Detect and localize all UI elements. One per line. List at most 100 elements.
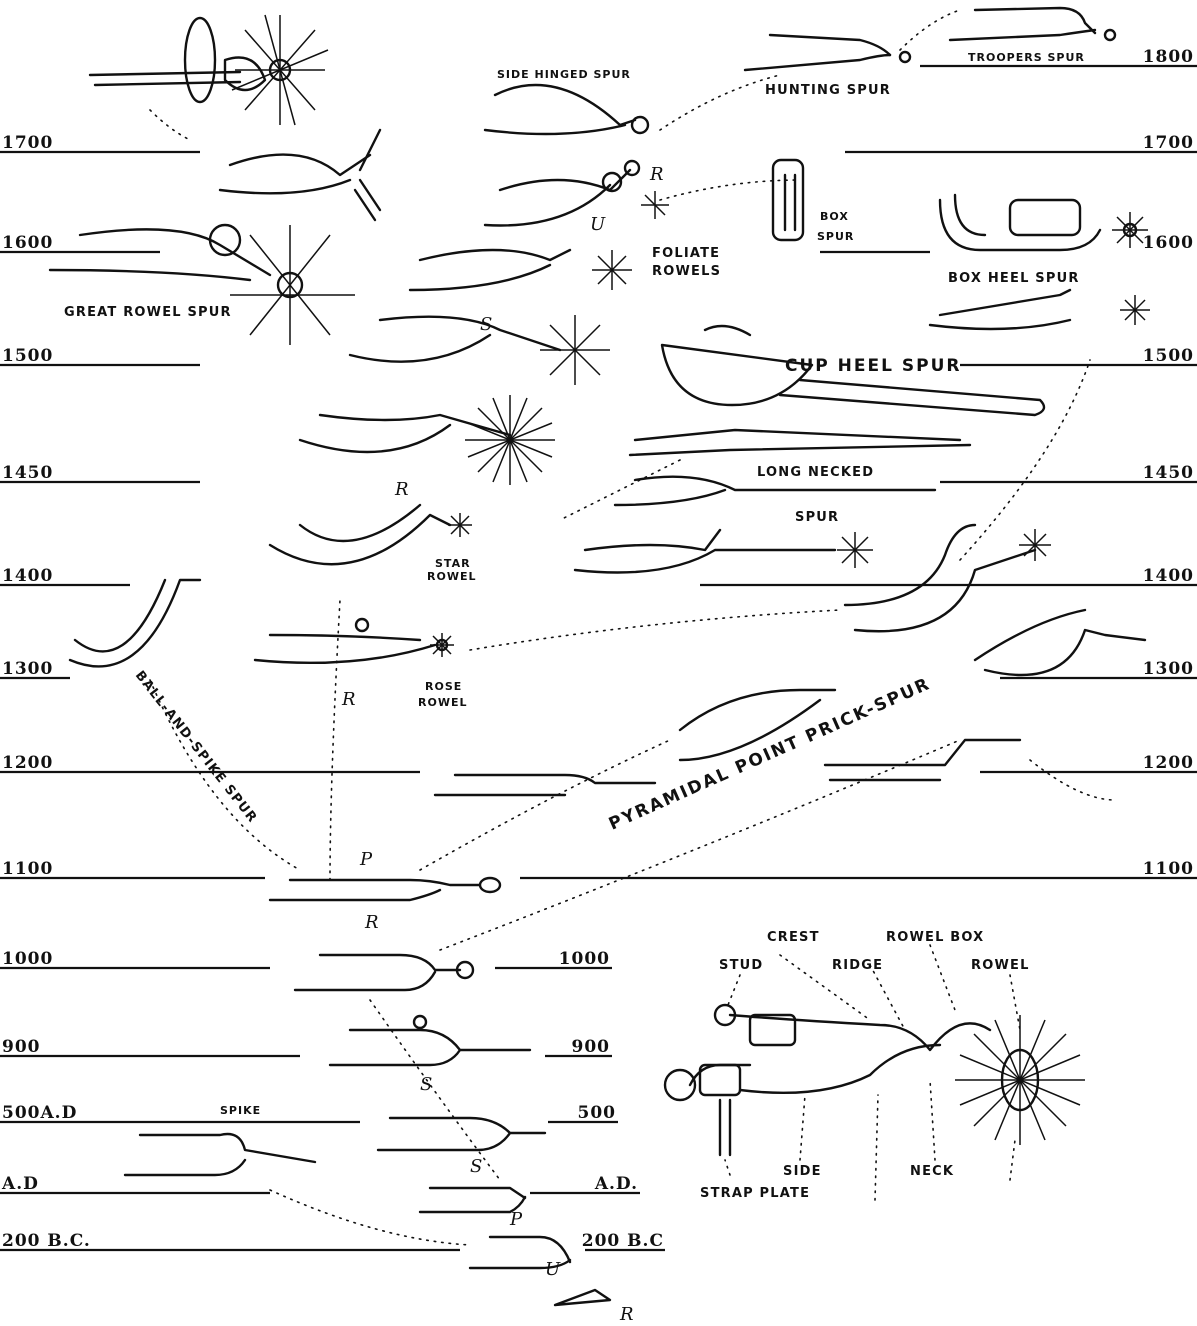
anatomy-neck: NECK [910, 1164, 954, 1179]
lineage-dotted-lines [149, 9, 1116, 1246]
spur-1500 [348, 315, 610, 385]
label-great-rowel-spur: GREAT ROWEL SPUR [64, 305, 232, 320]
year-right-1100: 1100 [1143, 859, 1194, 879]
label-long-necked-line2: SPUR [795, 510, 839, 525]
label-star-rowel-line1: STAR [435, 557, 471, 570]
year-right-200bc: 200 B.C [582, 1231, 664, 1251]
letter-r-bc: R [619, 1304, 634, 1325]
year-right-1800: 1800 [1143, 47, 1194, 67]
year-left-1600: 1600 [2, 233, 53, 253]
spur-900 [328, 1014, 532, 1067]
letter-r-1600: R [649, 164, 664, 185]
year-left-1300: 1300 [2, 659, 53, 679]
year-right-1500: 1500 [1143, 346, 1194, 366]
anatomy-rowel: ROWEL [971, 958, 1030, 973]
label-box-heel-spur: BOX HEEL SPUR [948, 271, 1080, 286]
year-left-1000: 1000 [2, 949, 53, 969]
anatomy-strap-plate: STRAP PLATE [700, 1186, 810, 1201]
letter-r-1450: R [394, 479, 409, 500]
year-right-1300: 1300 [1143, 659, 1194, 679]
anatomy-rowel-box: ROWEL BOX [886, 930, 984, 945]
year-labels-right: 1800 1700 1600 1500 1450 1400 1300 1200 … [559, 47, 1194, 1251]
year-right-ad: A.D. [594, 1174, 638, 1194]
letter-p-ad: P [509, 1209, 523, 1230]
year-left-1200: 1200 [2, 753, 53, 773]
letter-s-1500: S [480, 314, 492, 335]
label-star-rowel-line2: ROWEL [427, 570, 476, 583]
spur-1450 [298, 395, 555, 485]
anatomy-stud: STUD [719, 958, 763, 973]
spur-box-heel-lower [928, 288, 1150, 331]
spur-cup-heel [660, 324, 1046, 417]
year-right-500: 500 [578, 1103, 617, 1123]
spur-1300-right [973, 608, 1147, 677]
anatomy-side: SIDE [783, 1164, 822, 1179]
year-right-1400: 1400 [1143, 566, 1194, 586]
label-troopers-spur: TROOPERS SPUR [968, 51, 1085, 64]
spur-ball-and-spike [68, 578, 202, 668]
year-left-1700: 1700 [2, 133, 53, 153]
letter-p-1100: P [359, 849, 373, 870]
anatomy-crest: CREST [767, 930, 820, 945]
label-foliate-rowels-line2: ROWELS [652, 264, 721, 279]
year-right-1000: 1000 [559, 949, 610, 969]
year-right-1450: 1450 [1143, 463, 1194, 483]
label-box-spur-line2: SPUR [817, 230, 854, 243]
spur-box [771, 158, 805, 242]
year-left-200bc: 200 B.C. [2, 1231, 91, 1251]
spur-box-heel [938, 193, 1148, 252]
label-rose-rowel-line1: ROSE [425, 680, 462, 693]
label-pyramidal-point-prick-spur: PYRAMIDAL POINT PRICK-SPUR [606, 674, 934, 835]
spur-long-necked [573, 428, 972, 574]
label-rose-rowel-line2: ROWEL [418, 696, 467, 709]
spur-ad [418, 1186, 527, 1214]
spurs-letters-set: S U R R P R R S S P U R [341, 164, 664, 1325]
label-foliate-rowels-line1: FOLIATE [652, 246, 720, 261]
spur-500 [376, 1116, 547, 1152]
year-right-900: 900 [572, 1037, 611, 1057]
spur-foliate-rowels [408, 159, 669, 292]
spur-200bc [468, 1235, 612, 1307]
label-box-spur-line1: BOX [820, 210, 849, 223]
label-cup-heel-spur: CUP HEEL SPUR [785, 356, 961, 376]
label-long-necked-line1: LONG NECKED [757, 465, 874, 480]
spur-1700-star-rowel [88, 14, 329, 126]
year-right-1700: 1700 [1143, 133, 1194, 153]
spur-star-rowel [268, 503, 472, 566]
year-right-1600: 1600 [1143, 233, 1194, 253]
spur-hunting [743, 33, 912, 72]
label-spike: SPIKE [220, 1104, 261, 1117]
year-right-1200: 1200 [1143, 753, 1194, 773]
letter-r-1100: R [364, 912, 379, 933]
year-left-1450: 1450 [2, 463, 53, 483]
letter-u-1600: U [590, 214, 606, 235]
letter-k-900: S [420, 1074, 432, 1095]
year-left-1500: 1500 [2, 346, 53, 366]
spur-anatomy-diagram [663, 944, 1085, 1201]
label-ball-and-spike-spur: BALL-AND-SPIKE SPUR [132, 668, 260, 826]
spur-troopers [948, 6, 1117, 42]
anatomy-labels: CREST ROWEL BOX STUD RIDGE ROWEL SIDE ST… [700, 930, 1030, 1201]
year-left-900: 900 [2, 1037, 41, 1057]
spur-pyramidal-point [433, 688, 1022, 797]
anatomy-ridge: RIDGE [832, 958, 883, 973]
spur-1000 [293, 953, 475, 992]
spur-1100 [268, 876, 502, 902]
label-side-hinged-spur: SIDE HINGED SPUR [497, 68, 631, 81]
spur-great-rowel [48, 223, 355, 345]
year-labels-left: 1700 1600 1500 1450 1400 1300 1200 1100 … [1, 133, 91, 1251]
year-left-500ad: 500A.D [2, 1103, 77, 1123]
letter-s-ad: S [470, 1156, 482, 1177]
spur-spike [123, 1132, 317, 1177]
spur-rose-rowel [253, 617, 454, 665]
label-hunting-spur: HUNTING SPUR [765, 83, 891, 98]
spur-side-hinged [483, 83, 650, 136]
letter-r-1300: R [341, 689, 356, 710]
spur-1700-mid [218, 128, 382, 222]
letter-u-bc: U [545, 1259, 561, 1280]
timeline-lines [0, 64, 1197, 1252]
spur-1400-right [843, 523, 1051, 633]
year-left-1400: 1400 [2, 566, 53, 586]
year-left-ad: A.D [1, 1174, 39, 1194]
